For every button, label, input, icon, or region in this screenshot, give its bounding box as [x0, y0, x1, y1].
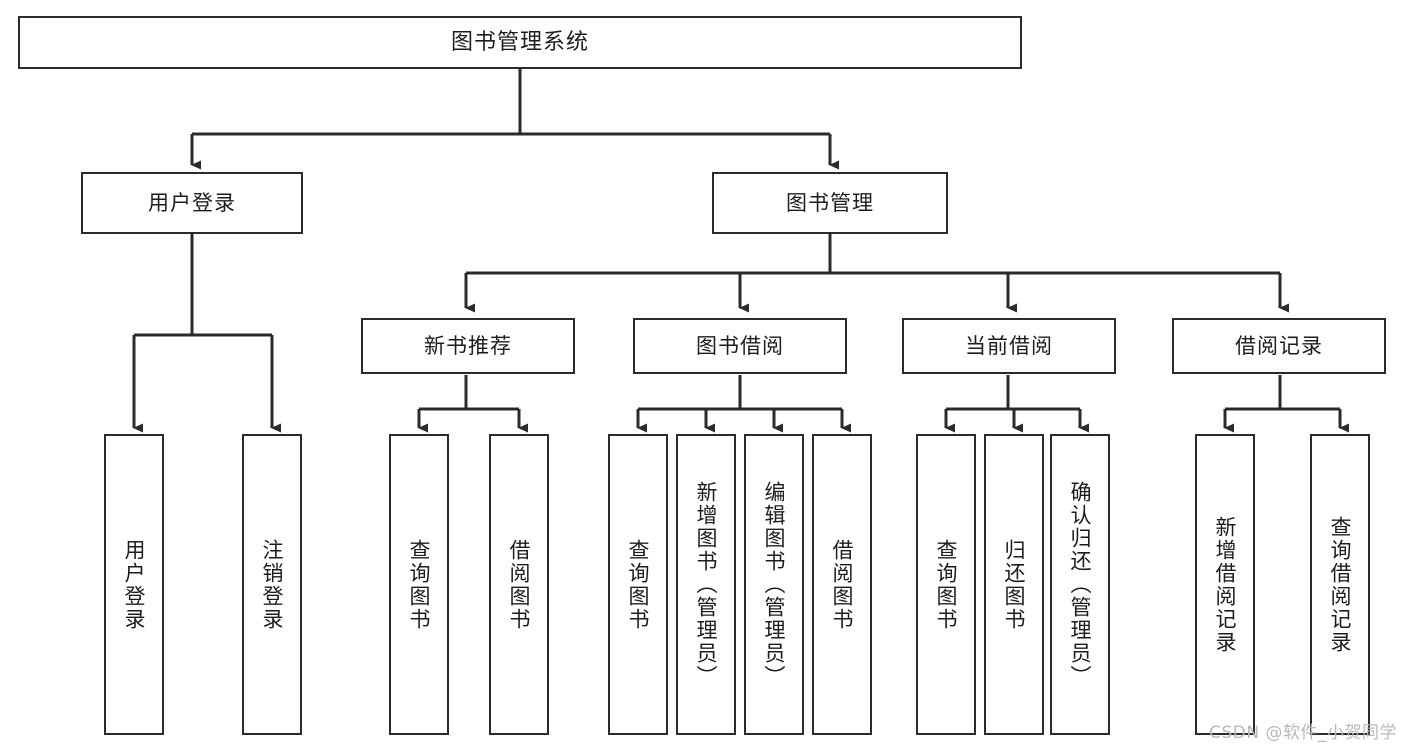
- node-leaf-borrow-book-2[interactable]: 借阅图书: [812, 434, 872, 735]
- node-user-login-label: 用户登录: [148, 190, 236, 215]
- node-leaf-query-record-label: 查询借阅记录: [1328, 515, 1353, 654]
- node-root-label: 图书管理系统: [450, 29, 589, 55]
- node-leaf-return-book[interactable]: 归还图书: [984, 434, 1044, 735]
- node-leaf-borrow-book-1-label: 借阅图书: [507, 538, 532, 631]
- node-leaf-logout-label: 注销登录: [260, 538, 285, 631]
- node-leaf-edit-book-label: 编辑图书（管理员）: [762, 481, 787, 688]
- node-leaf-query-book-1[interactable]: 查询图书: [389, 434, 449, 735]
- node-new-book-recommend[interactable]: 新书推荐: [361, 318, 575, 374]
- node-leaf-user-login[interactable]: 用户登录: [104, 434, 164, 735]
- node-user-login[interactable]: 用户登录: [81, 172, 303, 234]
- node-current-borrow[interactable]: 当前借阅: [902, 318, 1116, 374]
- node-borrow-record-label: 借阅记录: [1235, 333, 1323, 358]
- node-leaf-confirm-return[interactable]: 确认归还（管理员）: [1050, 434, 1110, 735]
- node-new-book-recommend-label: 新书推荐: [424, 333, 512, 358]
- node-root[interactable]: 图书管理系统: [18, 16, 1022, 69]
- node-leaf-borrow-book-1[interactable]: 借阅图书: [489, 434, 549, 735]
- node-leaf-logout[interactable]: 注销登录: [242, 434, 302, 735]
- node-leaf-borrow-book-2-label: 借阅图书: [830, 538, 855, 631]
- node-book-manage-label: 图书管理: [786, 190, 874, 215]
- node-leaf-add-record[interactable]: 新增借阅记录: [1195, 434, 1255, 735]
- watermark: CSDN @软件_小贺同学: [1209, 723, 1397, 743]
- node-leaf-add-book[interactable]: 新增图书（管理员）: [676, 434, 736, 735]
- node-leaf-confirm-return-label: 确认归还（管理员）: [1068, 481, 1093, 688]
- node-leaf-query-book-2[interactable]: 查询图书: [608, 434, 668, 735]
- node-leaf-query-book-3-label: 查询图书: [934, 538, 959, 631]
- node-borrow-record[interactable]: 借阅记录: [1172, 318, 1386, 374]
- node-leaf-query-book-3[interactable]: 查询图书: [916, 434, 976, 735]
- node-leaf-query-book-2-label: 查询图书: [626, 538, 651, 631]
- node-book-borrow-label: 图书借阅: [696, 333, 784, 358]
- node-leaf-user-login-label: 用户登录: [122, 538, 147, 631]
- node-leaf-add-book-label: 新增图书（管理员）: [694, 481, 719, 688]
- node-leaf-add-record-label: 新增借阅记录: [1213, 515, 1238, 654]
- node-book-borrow[interactable]: 图书借阅: [633, 318, 847, 374]
- node-current-borrow-label: 当前借阅: [965, 333, 1053, 358]
- node-leaf-return-book-label: 归还图书: [1002, 538, 1027, 631]
- node-leaf-edit-book[interactable]: 编辑图书（管理员）: [744, 434, 804, 735]
- node-leaf-query-record[interactable]: 查询借阅记录: [1310, 434, 1370, 735]
- node-leaf-query-book-1-label: 查询图书: [407, 538, 432, 631]
- node-book-manage[interactable]: 图书管理: [712, 172, 948, 234]
